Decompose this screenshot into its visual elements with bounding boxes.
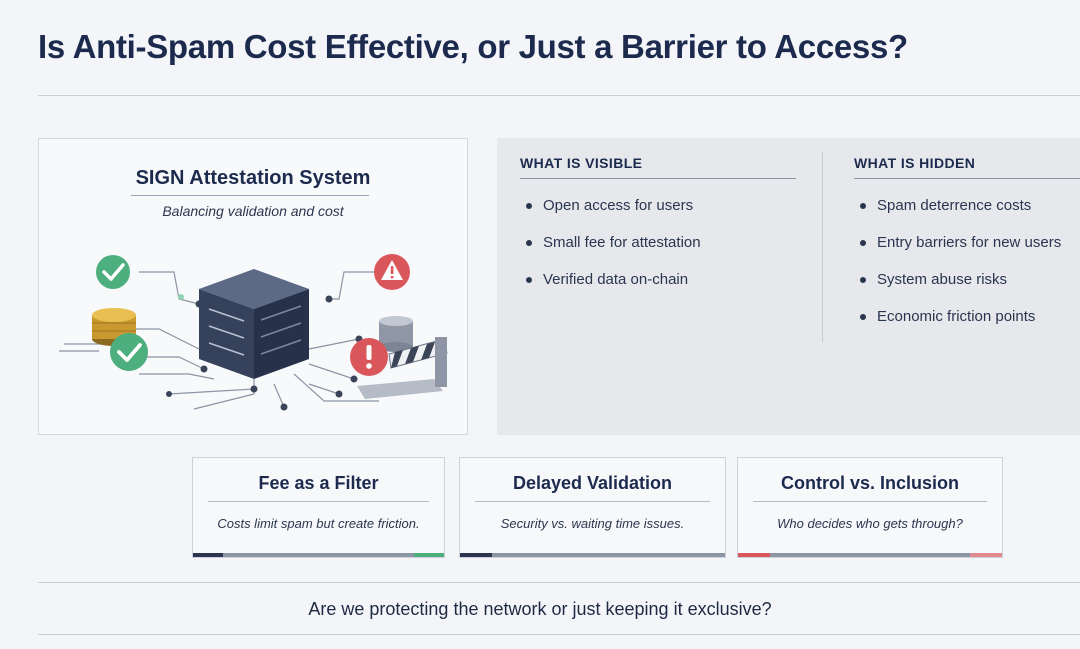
card-text: Who decides who gets through? xyxy=(777,516,963,531)
hidden-item: Entry barriers for new users xyxy=(854,234,1080,271)
hidden-column: WHAT IS HIDDEN Spam deterrence costs Ent… xyxy=(854,155,1080,345)
hidden-list: Spam deterrence costs Entry barriers for… xyxy=(854,197,1080,345)
card-delayed-validation: Delayed Validation Security vs. waiting … xyxy=(459,457,726,558)
visible-heading: WHAT IS VISIBLE xyxy=(520,155,643,171)
card-accent-bar xyxy=(460,553,725,557)
check-icon-top xyxy=(96,255,130,289)
question-divider-top xyxy=(38,582,1080,583)
hidden-heading: WHAT IS HIDDEN xyxy=(854,155,976,171)
hidden-item: System abuse risks xyxy=(854,271,1080,308)
illustration-subtitle: Balancing validation and cost xyxy=(162,203,344,219)
card-title: Delayed Validation xyxy=(512,473,673,493)
closing-question: Are we protecting the network or just ke… xyxy=(308,599,772,619)
attestation-illustration xyxy=(59,254,448,411)
barrier-icon xyxy=(357,337,448,399)
warning-icon xyxy=(374,254,410,290)
database-icon xyxy=(379,316,413,352)
visibility-panel: WHAT IS VISIBLE Open access for users Sm… xyxy=(497,138,1080,435)
card-rule xyxy=(475,501,710,502)
card-control-inclusion: Control vs. Inclusion Who decides who ge… xyxy=(737,457,1003,558)
card-rule xyxy=(753,501,987,502)
illustration-title-rule xyxy=(131,195,369,196)
visible-item: Open access for users xyxy=(520,197,796,234)
card-title: Control vs. Inclusion xyxy=(780,473,959,493)
hidden-item: Economic friction points xyxy=(854,308,1080,345)
hidden-heading-rule xyxy=(854,178,1080,179)
visible-heading-rule xyxy=(520,178,796,179)
check-icon-bottom xyxy=(110,333,148,371)
card-accent-bar xyxy=(738,553,1002,557)
visible-column: WHAT IS VISIBLE Open access for users Sm… xyxy=(520,155,796,308)
card-fee-filter: Fee as a Filter Costs limit spam but cre… xyxy=(192,457,445,558)
column-divider xyxy=(822,152,823,342)
title-divider xyxy=(38,95,1080,96)
illustration-title: SIGN Attestation System xyxy=(135,167,371,189)
card-accent-bar xyxy=(193,553,444,557)
node-green xyxy=(178,294,184,300)
alert-icon xyxy=(350,338,388,376)
card-rule xyxy=(208,501,429,502)
page-title: Is Anti-Spam Cost Effective, or Just a B… xyxy=(38,28,908,65)
question-divider-bottom xyxy=(38,634,1080,635)
hidden-item: Spam deterrence costs xyxy=(854,197,1080,234)
illustration-card: SIGN Attestation System Balancing valida… xyxy=(38,138,468,435)
card-text: Security vs. waiting time issues. xyxy=(500,516,685,531)
card-title: Fee as a Filter xyxy=(258,473,379,493)
server-icon xyxy=(199,269,309,379)
visible-item: Verified data on-chain xyxy=(520,271,796,308)
visible-list: Open access for users Small fee for atte… xyxy=(520,197,796,308)
card-text: Costs limit spam but create friction. xyxy=(217,516,420,531)
visible-item: Small fee for attestation xyxy=(520,234,796,271)
